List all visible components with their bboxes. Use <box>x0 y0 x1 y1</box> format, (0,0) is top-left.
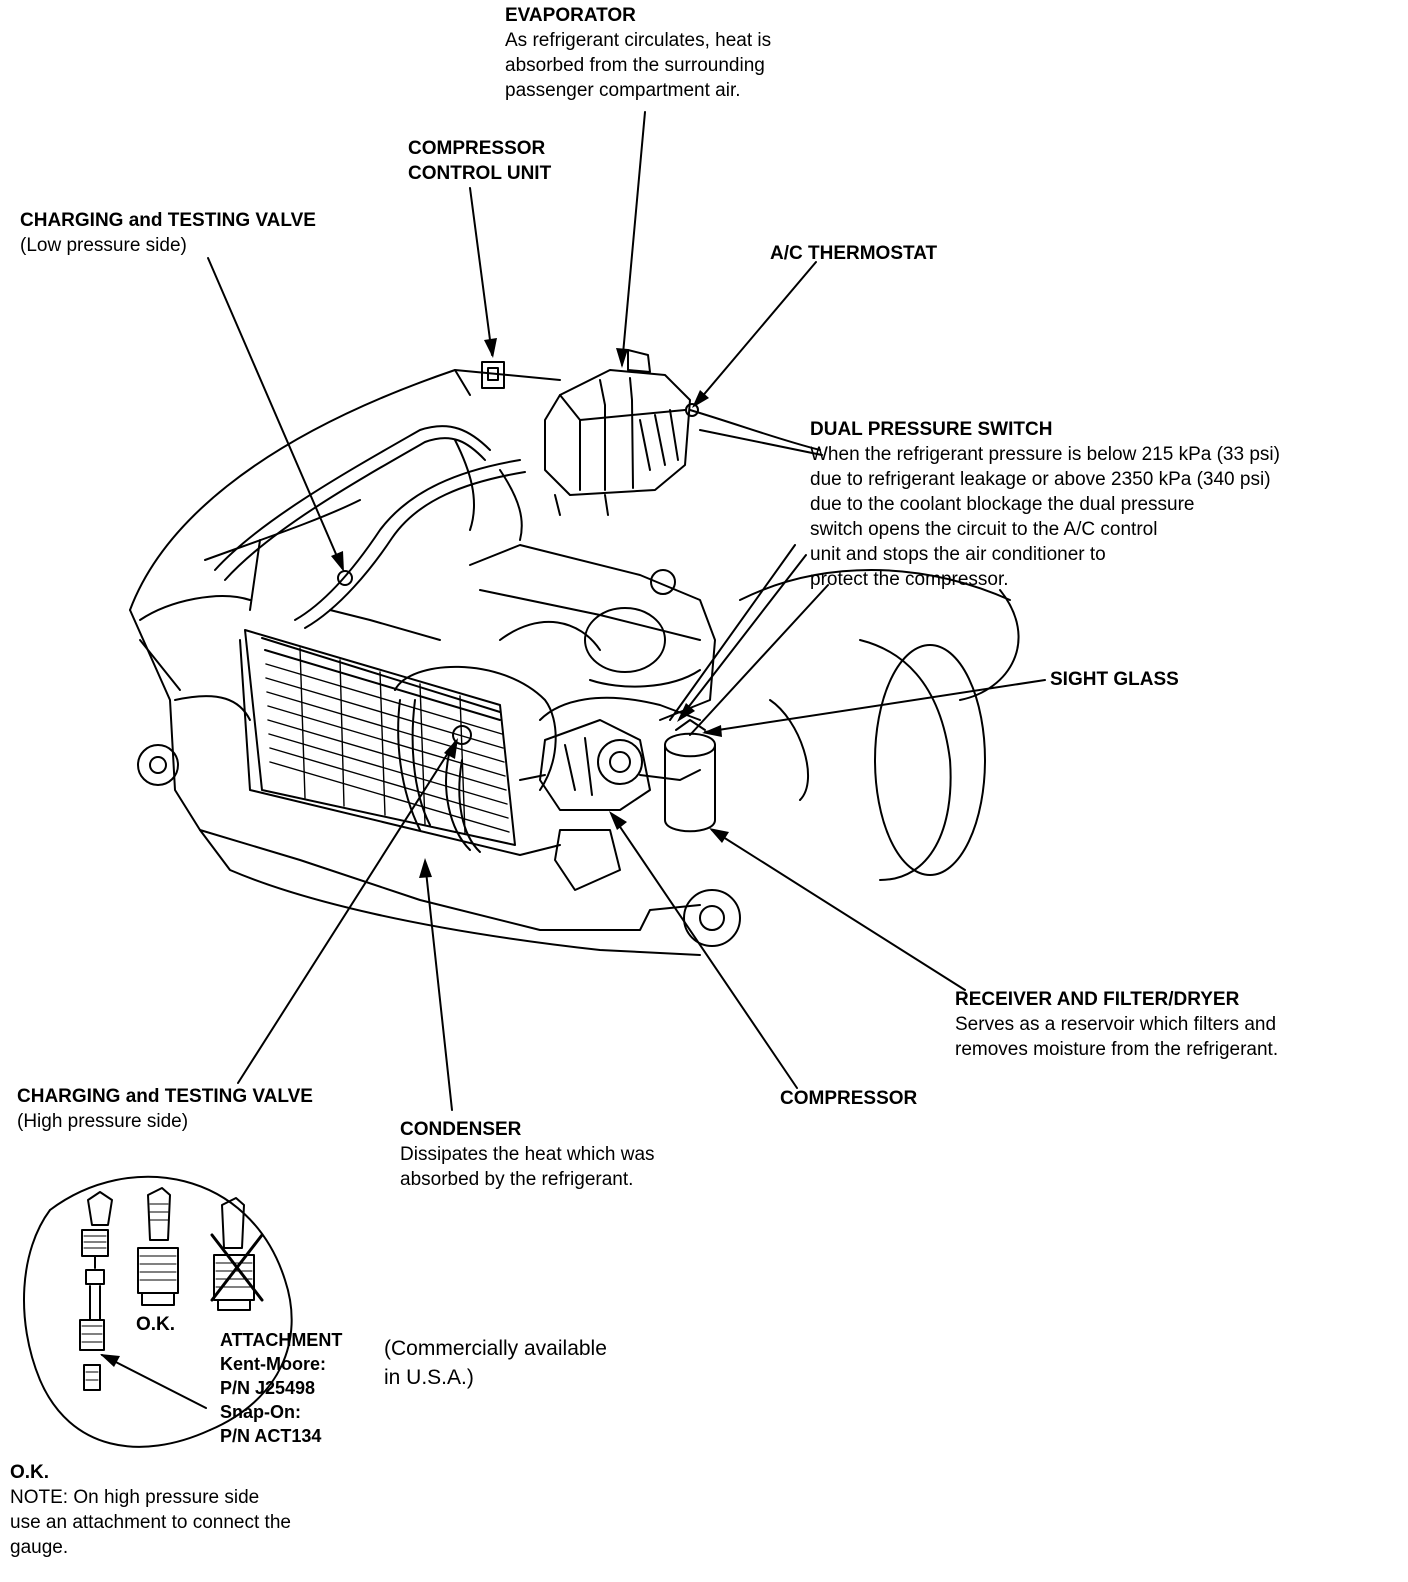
charging-valve-high-title: CHARGING and TESTING VALVE <box>17 1086 313 1107</box>
receiver-dryer-desc-2: removes moisture from the refrigerant. <box>955 1039 1279 1060</box>
sight-glass-label: SIGHT GLASS <box>1050 667 1179 692</box>
high-pressure-note: O.K. NOTE: On high pressure side use an … <box>10 1460 291 1560</box>
condenser-title: CONDENSER <box>400 1119 522 1140</box>
refrigerant-lines <box>214 409 821 853</box>
attachment-title: ATTACHMENT <box>220 1330 343 1350</box>
leader-lines <box>101 111 1046 1409</box>
evaporator-desc-3: passenger compartment air. <box>505 80 741 101</box>
arrow-heads <box>100 338 729 1367</box>
dual-pressure-switch-label: DUAL PRESSURE SWITCH When the refrigeran… <box>810 417 1280 592</box>
attachment-snap-on: Snap-On: <box>220 1402 301 1422</box>
compressor-title: COMPRESSOR <box>780 1088 918 1109</box>
dual-pressure-switch-title: DUAL PRESSURE SWITCH <box>810 419 1053 440</box>
compressor-control-unit-label: COMPRESSOR CONTROL UNIT <box>408 136 551 186</box>
compressor-unit <box>519 719 651 891</box>
fan-shroud <box>394 665 557 831</box>
dual-pressure-switch-desc-3: due to the coolant blockage the dual pre… <box>810 494 1195 515</box>
receiver-dryer-label: RECEIVER AND FILTER/DRYER Serves as a re… <box>955 987 1278 1062</box>
compressor-control-unit-line-1: COMPRESSOR <box>408 138 546 159</box>
charging-valve-low-label: CHARGING and TESTING VALVE (Low pressure… <box>20 208 316 258</box>
attachment-label: ATTACHMENT Kent-Moore: P/N J25498 Snap-O… <box>220 1328 342 1448</box>
high-pressure-note-line-3: gauge. <box>10 1537 69 1558</box>
commercially-available-line-1: (Commercially available <box>384 1337 607 1360</box>
vehicle-body <box>129 369 701 956</box>
evaporator-desc-2: absorbed from the surrounding <box>505 55 765 76</box>
inset-ok-label: O.K. <box>136 1312 175 1337</box>
evaporator-label: EVAPORATOR As refrigerant circulates, he… <box>505 3 771 103</box>
charging-valve-low-sub: (Low pressure side) <box>20 235 187 256</box>
receiver-dryer <box>664 719 716 833</box>
condenser-core <box>239 629 561 856</box>
tire <box>739 569 1020 881</box>
charging-valve-low-title: CHARGING and TESTING VALVE <box>20 210 316 231</box>
commercially-available-line-2: in U.S.A.) <box>384 1366 474 1389</box>
inset-fittings <box>22 1175 293 1448</box>
condenser-desc-2: absorbed by the refrigerant. <box>400 1169 634 1190</box>
attachment-snap-on-pn: P/N ACT134 <box>220 1426 322 1446</box>
dual-pressure-switch-desc-1: When the refrigerant pressure is below 2… <box>810 444 1280 465</box>
high-pressure-note-line-1: NOTE: On high pressure side <box>10 1487 260 1508</box>
attachment-kent-moore-pn: P/N J25498 <box>220 1378 316 1398</box>
compressor-control-unit-line-2: CONTROL UNIT <box>408 163 552 184</box>
commercially-available-note: (Commercially available in U.S.A.) <box>384 1334 607 1392</box>
condenser-desc-1: Dissipates the heat which was <box>400 1144 655 1165</box>
condenser-label: CONDENSER Dissipates the heat which was … <box>400 1117 655 1192</box>
charging-valve-high-sub: (High pressure side) <box>17 1111 189 1132</box>
evaporator-desc-1: As refrigerant circulates, heat is <box>505 30 772 51</box>
small-wheels <box>137 744 741 947</box>
dual-pressure-switch-desc-6: protect the compressor. <box>810 569 1009 590</box>
receiver-dryer-title: RECEIVER AND FILTER/DRYER <box>955 989 1240 1010</box>
dual-pressure-switch-desc-4: switch opens the circuit to the A/C cont… <box>810 519 1158 540</box>
inset-ok-text: O.K. <box>136 1314 176 1335</box>
high-pressure-note-line-2: use an attachment to connect the <box>10 1512 291 1533</box>
ac-thermostat-label: A/C THERMOSTAT <box>770 241 937 266</box>
evaporator-title: EVAPORATOR <box>505 5 636 26</box>
attachment-kent-moore: Kent-Moore: <box>220 1354 326 1374</box>
dual-pressure-switch-desc-2: due to refrigerant leakage or above 2350… <box>810 469 1271 490</box>
engine-block <box>469 544 716 721</box>
control-unit-box <box>481 361 505 389</box>
ac-thermostat-title: A/C THERMOSTAT <box>770 243 938 264</box>
compressor-label: COMPRESSOR <box>780 1086 917 1111</box>
evaporator-housing <box>544 349 699 516</box>
high-pressure-note-title: O.K. <box>10 1462 50 1483</box>
dual-pressure-switch-desc-5: unit and stops the air conditioner to <box>810 544 1106 565</box>
charging-valve-high-label: CHARGING and TESTING VALVE (High pressur… <box>17 1084 313 1134</box>
sight-glass-title: SIGHT GLASS <box>1050 669 1179 690</box>
receiver-dryer-desc-1: Serves as a reservoir which filters and <box>955 1014 1277 1035</box>
